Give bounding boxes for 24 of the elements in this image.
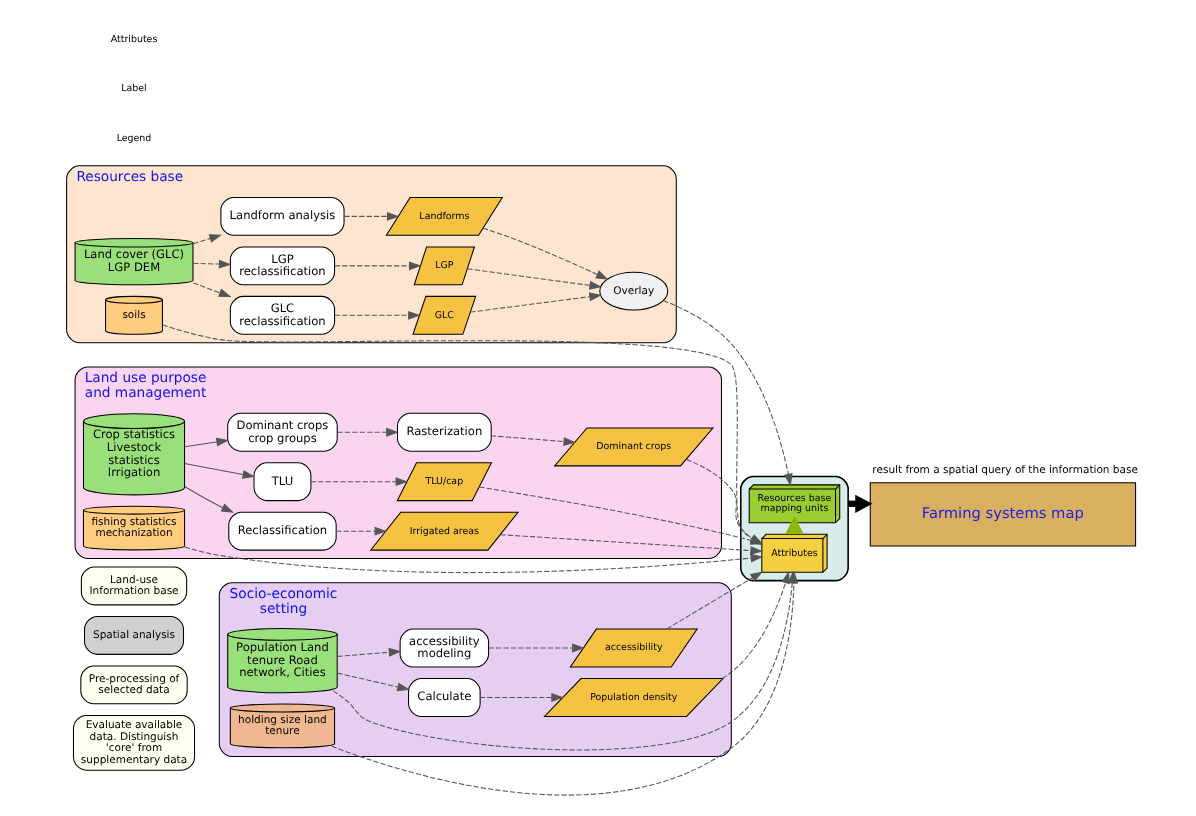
arrow	[662, 300, 792, 487]
arrow	[191, 259, 231, 269]
arrow	[487, 643, 584, 653]
arrow	[336, 427, 398, 437]
arrow	[334, 526, 387, 536]
arrow	[191, 282, 231, 297]
arrow	[665, 571, 762, 630]
arrow	[191, 234, 221, 245]
arrow	[183, 437, 228, 448]
arrow	[469, 292, 601, 313]
arrow	[478, 693, 563, 702]
arrow	[333, 261, 421, 271]
arrow	[333, 310, 420, 320]
arrow	[481, 227, 608, 280]
arrow	[183, 486, 233, 513]
arrow	[466, 268, 602, 290]
arrow	[342, 211, 399, 221]
arrow	[336, 672, 409, 692]
arrow	[489, 435, 576, 446]
arrow	[720, 570, 789, 679]
arrow	[309, 477, 408, 487]
arrow	[336, 647, 401, 657]
arrow	[183, 463, 255, 479]
arrow	[183, 546, 763, 574]
